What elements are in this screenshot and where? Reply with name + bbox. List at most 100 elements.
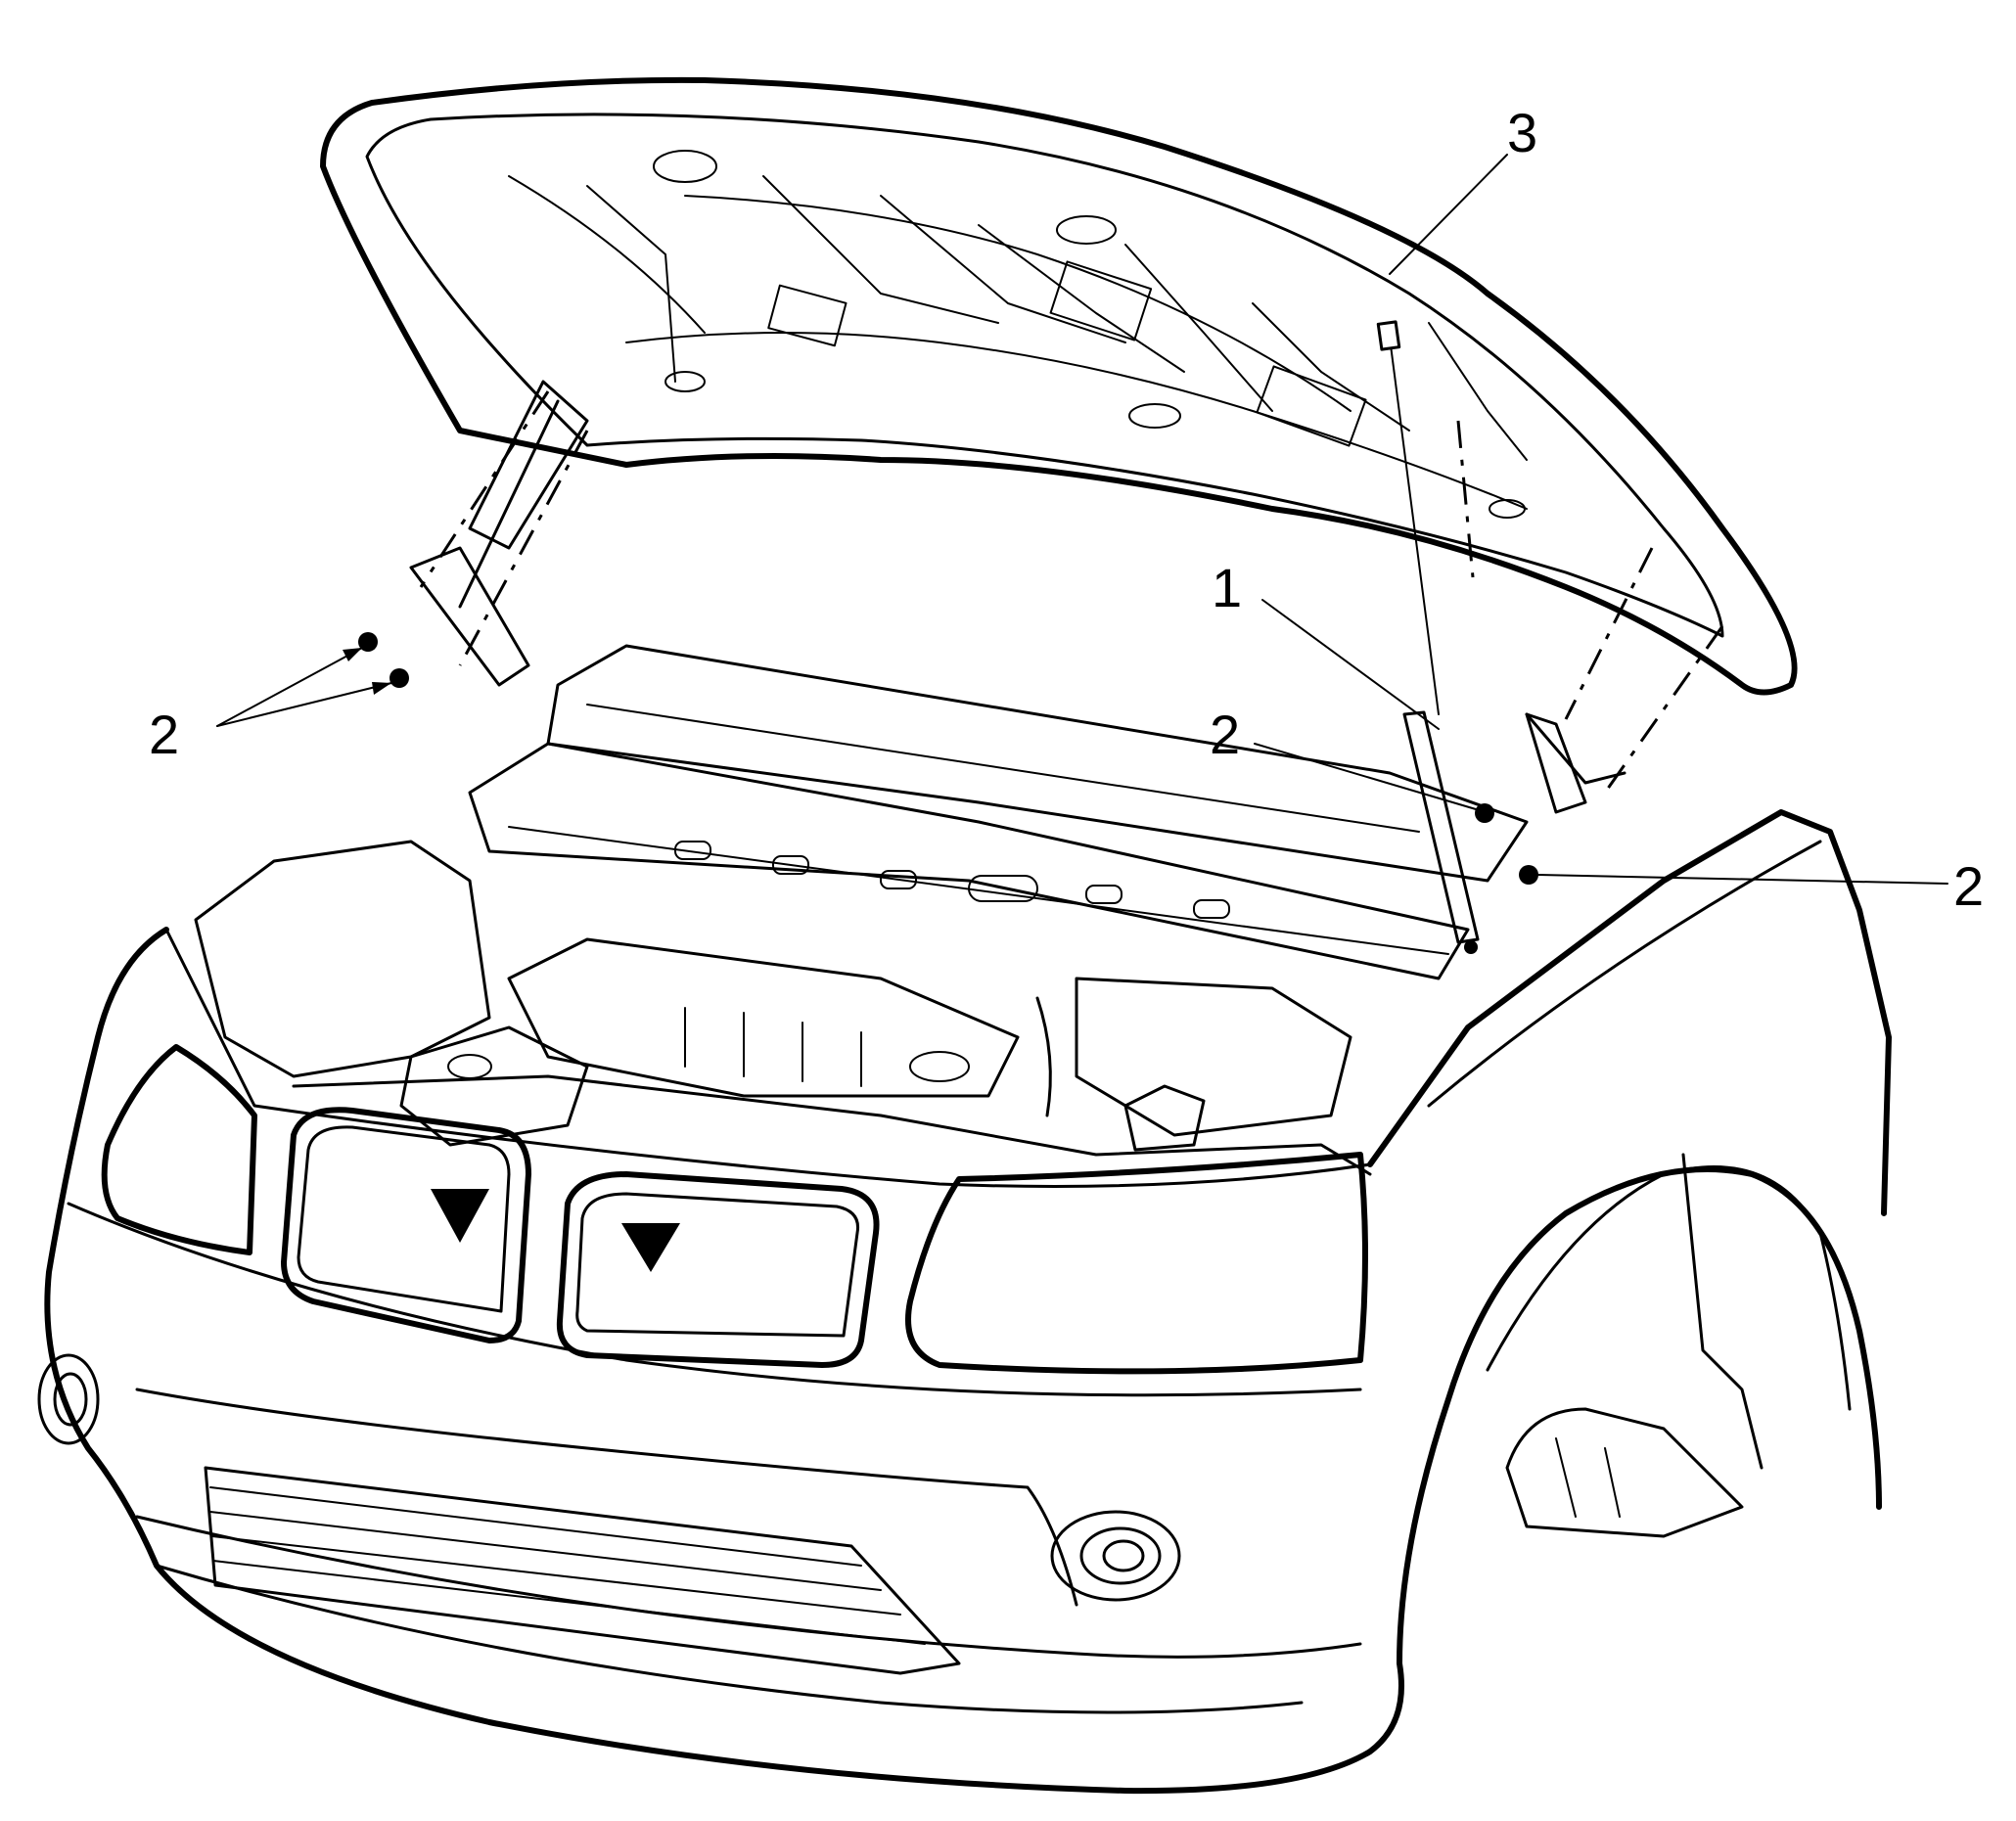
left-strut-tower: [194, 840, 491, 1078]
left-grille-emblem: [431, 1189, 489, 1243]
install-line: [419, 390, 550, 588]
install-line: [1456, 420, 1475, 578]
right-grille-inner: [575, 1192, 860, 1338]
leader-bolt-left-b: [216, 682, 392, 727]
callout-2-far-right: 2: [1953, 855, 1984, 917]
hood-cutout: [1256, 365, 1367, 447]
right-hinge-plate: [1525, 712, 1627, 785]
lower-intake: [204, 1466, 961, 1675]
leader-lines: [216, 154, 1948, 885]
right-inner-fender: [1075, 977, 1352, 1137]
bolt-upper-left-b: [389, 668, 409, 688]
right-grille: [556, 1171, 880, 1368]
cowl-panel-detail: [586, 704, 1420, 833]
hood-rib: [1252, 302, 1410, 432]
hood-cutout: [767, 284, 848, 347]
install-line: [458, 430, 589, 666]
hood-cutout: [1049, 260, 1153, 341]
leader-bolt-center: [1254, 743, 1477, 810]
cap: [447, 1054, 492, 1079]
hood-inner-panel-line: [684, 195, 1352, 412]
hood-rib: [762, 175, 999, 324]
support-slot: [1193, 899, 1230, 919]
hood-rib: [586, 185, 676, 383]
hood-hole: [1128, 403, 1181, 429]
hood-hole: [664, 371, 706, 392]
left-headlamp: [101, 1044, 257, 1255]
bolt-upper-left-a: [358, 632, 378, 652]
fascia-crease: [67, 1202, 1362, 1397]
right-fog-lamp-lens: [1102, 1539, 1145, 1572]
radiator-cross-member: [292, 1074, 1372, 1176]
lower-fascia-panel: [135, 1388, 1078, 1607]
right-grille-emblem: [621, 1223, 680, 1272]
front-fascia-outline: [44, 927, 1882, 1795]
intake-slat: [212, 1560, 926, 1645]
right-fog-lamp: [1050, 1510, 1181, 1602]
hood-rib: [880, 195, 1126, 343]
hood-rib: [1428, 322, 1528, 461]
strut-rod: [1389, 337, 1440, 715]
radiator-support-detail: [508, 826, 1449, 955]
callout-2-center-right: 2: [1210, 704, 1240, 765]
intake-slat: [211, 1535, 901, 1616]
front-body: [37, 809, 1892, 1795]
strut-lower-end: [1464, 940, 1478, 954]
left-hinge-arm: [458, 399, 560, 609]
lower-bumper-edge: [135, 1515, 1362, 1659]
right-fog-lamp-ring: [1079, 1526, 1162, 1585]
intake-slat: [209, 1511, 882, 1591]
support-slot: [772, 855, 809, 875]
leader-bolt-far: [1537, 874, 1948, 885]
cowl-panel: [546, 644, 1529, 883]
strut-cylinder: [1402, 710, 1480, 944]
callout-1-strut: 1: [1212, 557, 1242, 618]
arrowhead: [372, 682, 391, 695]
install-line: [1564, 547, 1654, 720]
hood-hole: [1056, 215, 1117, 245]
lower-valance: [155, 1564, 1304, 1714]
hood-rib: [1124, 244, 1273, 412]
arrowhead: [343, 648, 362, 661]
wheel-well-slot: [1555, 1437, 1621, 1518]
right-hinge-bracket: [1525, 712, 1587, 814]
upper-hose: [1035, 996, 1052, 1117]
hood-outer-edge: [320, 76, 1798, 696]
leader-hood: [1389, 154, 1508, 275]
hinge-bolts: [358, 632, 1538, 885]
bolt-center-right: [1475, 803, 1494, 823]
left-grille-inner: [297, 1125, 511, 1313]
fender-crease: [1427, 840, 1822, 1108]
leader-strut: [1261, 599, 1440, 730]
hood-inner-panel-line: [508, 175, 706, 334]
hood-rib: [978, 224, 1185, 373]
wheel-well-inner: [1505, 1407, 1744, 1538]
hood-hole: [1489, 499, 1526, 519]
suspension-strut: [1681, 1153, 1764, 1470]
callout-3-hood: 3: [1507, 102, 1537, 163]
radiator-support: [468, 742, 1470, 980]
fascia-upper-edge: [164, 928, 1372, 1188]
support-slot: [968, 875, 1038, 902]
hood-hole: [653, 150, 717, 183]
engine-compartment: [194, 644, 1529, 1176]
bolt-far-right: [1519, 865, 1538, 885]
intake-slat: [209, 1486, 862, 1567]
wheel-well-liner: [1486, 1165, 1852, 1411]
callout-2-upper-left: 2: [149, 704, 179, 765]
support-slot: [880, 870, 917, 889]
cap: [909, 1051, 970, 1082]
left-hood-hinge: [468, 380, 589, 550]
right-fender: [1367, 809, 1892, 1216]
fluid-reservoir: [1123, 1084, 1206, 1152]
hood-inner-edge: [365, 113, 1724, 638]
left-fog-lamp: [37, 1353, 100, 1445]
left-fog-lamp-lens: [53, 1372, 88, 1427]
battery: [399, 1025, 589, 1147]
left-grille: [281, 1107, 531, 1343]
support-slot: [674, 841, 711, 860]
right-headlamp: [905, 1152, 1368, 1375]
leader-bolt-left-a: [216, 647, 363, 727]
support-slot: [1085, 885, 1123, 904]
